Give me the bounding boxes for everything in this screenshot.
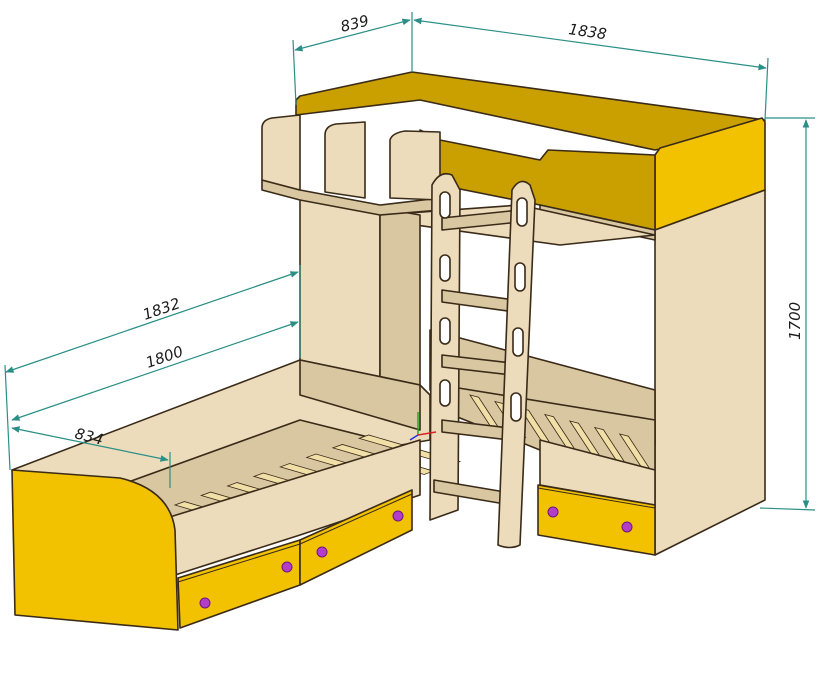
- ladder-slot: [439, 379, 451, 407]
- dim-height: 1700: [786, 302, 804, 340]
- dim-top-length: 1838: [567, 20, 607, 43]
- knob: [316, 546, 328, 558]
- knob: [547, 506, 559, 518]
- left-column-side: [379, 207, 421, 391]
- right-side-panel: [654, 189, 766, 556]
- dim-line-lower-depth: [11, 426, 169, 462]
- drawer-knobs: [199, 506, 633, 609]
- shelf-divider-3: [389, 130, 441, 201]
- dim-line-top-depth: [294, 18, 411, 52]
- ladder-slot: [510, 392, 522, 422]
- lower-left-back-inner: [299, 359, 421, 431]
- knob: [281, 561, 293, 573]
- knob: [392, 510, 404, 522]
- ladder-slot: [439, 317, 451, 345]
- dim-line-lower-inner: [11, 321, 299, 421]
- dim-line-top-length: [413, 17, 767, 71]
- shelf-divider-1: [261, 114, 301, 191]
- lower-left-drawer-2: [299, 489, 413, 586]
- knob: [199, 597, 211, 609]
- lower-left-headboard: [11, 469, 179, 631]
- dim-top-depth: 839: [339, 11, 371, 35]
- knob: [621, 521, 633, 533]
- axis-gizmo: [409, 412, 437, 441]
- ladder-slot: [439, 254, 451, 282]
- ladder-slot: [439, 191, 451, 219]
- ladder: [429, 172, 536, 549]
- ladder-slot: [516, 197, 528, 227]
- ladder-slot: [512, 327, 524, 357]
- shelf-divider-2: [324, 121, 366, 199]
- left-column: [299, 194, 381, 381]
- extension-lines: [4, 12, 816, 511]
- ladder-slot: [514, 262, 526, 292]
